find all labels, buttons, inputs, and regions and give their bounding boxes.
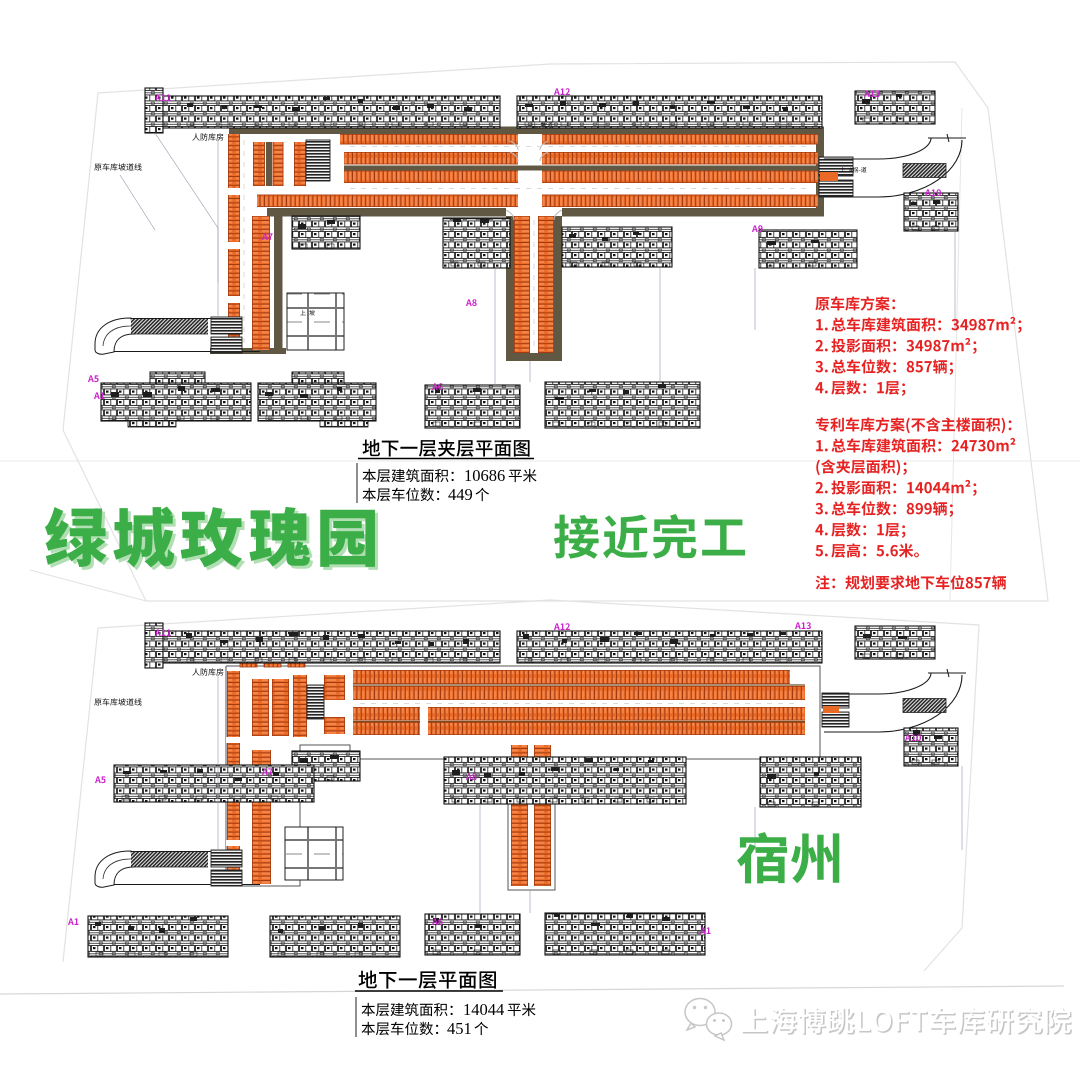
svg-text:10686: 10686: [464, 466, 505, 485]
svg-text:14044: 14044: [463, 1000, 504, 1019]
svg-text:449: 449: [448, 485, 473, 504]
svg-text:451: 451: [447, 1019, 472, 1038]
